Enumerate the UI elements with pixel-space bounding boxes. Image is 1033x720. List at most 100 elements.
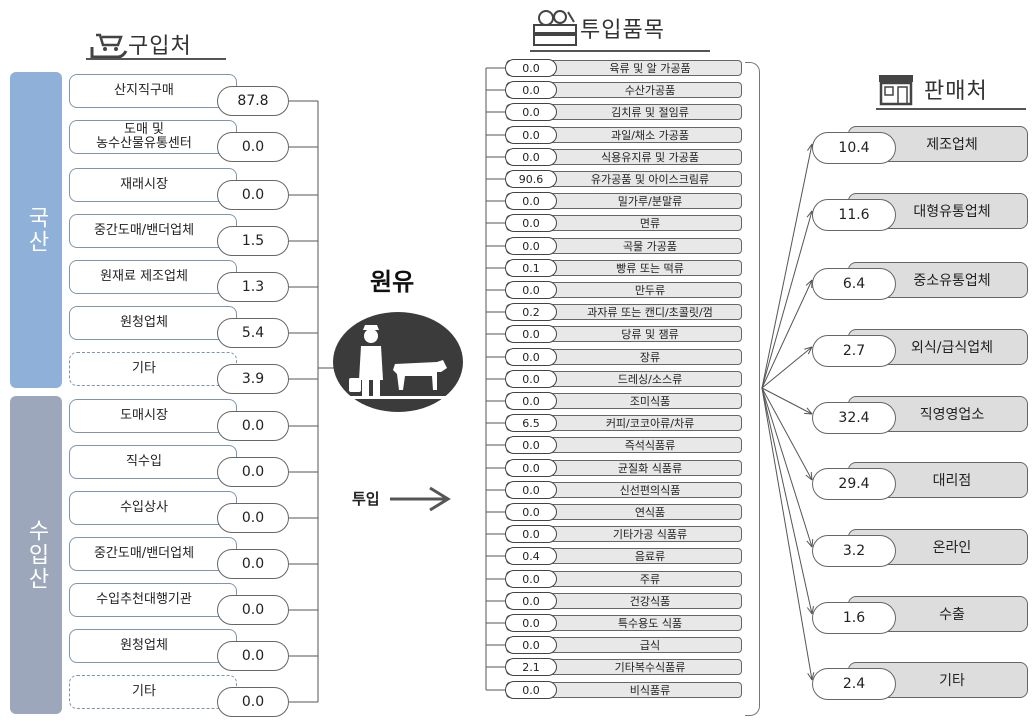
purchase-source-box: 중간도매/밴더업체 <box>69 537 237 571</box>
purchase-share-value: 3.9 <box>217 364 289 394</box>
input-item-label: 과일/채소 가공품 <box>610 129 690 142</box>
center-title: 원유 <box>370 268 415 296</box>
purchase-source-label: 도매 및 농수산물유통센터 <box>96 122 192 151</box>
input-item-label: 밀가루/분말류 <box>617 195 683 208</box>
input-item-label: 드레싱/소스류 <box>617 373 683 386</box>
connector-line <box>807 672 813 681</box>
input-item-share: 0.0 <box>505 459 557 477</box>
purchase-share-value: 0.0 <box>217 687 289 717</box>
sales-channel-share: 29.4 <box>812 468 896 500</box>
input-item-share: 0.0 <box>505 81 557 99</box>
input-item-share: 0.0 <box>505 148 557 166</box>
purchase-share-value: 0.0 <box>217 132 289 162</box>
purchase-source-label: 산지직구매 <box>114 83 174 98</box>
purchase-header-underline <box>86 58 226 60</box>
connector-line <box>761 210 813 389</box>
purchase-source-label: 기타 <box>132 684 156 699</box>
input-item-share: 0.0 <box>505 192 557 210</box>
purchase-header-title: 구입처 <box>128 34 192 59</box>
purchase-share-value: 0.0 <box>217 180 289 210</box>
sales-channel-label: 대형유통업체 <box>913 204 991 220</box>
input-item-label: 곡물 가공품 <box>622 240 678 253</box>
input-item-share: 0.0 <box>505 59 557 77</box>
connector-line <box>806 210 813 218</box>
purchase-share-value: 5.4 <box>217 318 289 348</box>
sales-channel-share: 10.4 <box>812 132 896 164</box>
connector-line <box>761 279 813 389</box>
purchase-source-label: 재래시장 <box>120 177 168 192</box>
input-item-label: 즉석식품류 <box>624 439 676 452</box>
items-bracket <box>745 62 760 716</box>
input-item-label: 건강식품 <box>629 595 671 608</box>
connector-line <box>806 607 813 615</box>
purchase-source-box: 수입추천대행기관 <box>69 583 237 617</box>
connector-line <box>761 387 813 615</box>
sales-channel-label: 직영영업소 <box>919 407 985 423</box>
input-item-label: 균질화 식품류 <box>617 462 683 475</box>
connector-line <box>810 471 813 481</box>
purchase-share-value: 1.3 <box>217 272 289 302</box>
purchase-source-label: 기타 <box>132 361 156 376</box>
purchase-share-value: 0.0 <box>217 457 289 487</box>
connector-line <box>803 412 813 415</box>
input-item-share: 0.0 <box>505 570 557 588</box>
purchase-header: 구입처 <box>88 28 192 60</box>
purchase-source-box: 재래시장 <box>69 168 237 202</box>
sales-channel-share: 11.6 <box>812 199 896 231</box>
input-item-label: 수산가공품 <box>624 84 676 97</box>
input-label: 투입 <box>352 490 380 508</box>
purchase-share-value: 0.0 <box>217 503 289 533</box>
sales-channel-label: 중소유통업체 <box>913 273 991 289</box>
sales-channel-label: 수출 <box>939 607 965 623</box>
input-item-label: 빵류 또는 떡류 <box>616 262 684 275</box>
purchase-share-value: 0.0 <box>217 595 289 625</box>
input-item-share: 2.1 <box>505 658 557 676</box>
input-arrow-icon <box>390 486 451 512</box>
purchase-source-box: 원청업체 <box>69 306 237 340</box>
input-item-bar: 0.0 수산가공품 <box>505 81 742 99</box>
sales-channel-share: 3.2 <box>812 535 896 567</box>
origin-imported: 수입산 <box>10 396 62 714</box>
input-item-label: 만두류 <box>634 284 666 297</box>
origin-domestic-label: 국산 <box>24 206 49 254</box>
input-item-label: 유가공품 및 아이스크림류 <box>590 173 710 186</box>
purchase-share-value: 0.0 <box>217 641 289 671</box>
input-item-label: 연식품 <box>634 506 666 519</box>
input-item-share: 0.1 <box>505 259 557 277</box>
sales-channel-label: 외식/급식업체 <box>911 340 993 356</box>
purchase-source-box: 기타 <box>69 352 237 386</box>
input-item-share: 0.0 <box>505 525 557 543</box>
purchase-source-label: 원청업체 <box>120 315 168 330</box>
input-item-share: 0.4 <box>505 547 557 565</box>
purchase-share-value: 1.5 <box>217 226 289 256</box>
purchase-source-label: 직수입 <box>126 454 162 469</box>
input-item-bar: 0.0 과일/채소 가공품 <box>505 126 742 144</box>
input-item-share: 0.0 <box>505 348 557 366</box>
input-item-share: 0.0 <box>505 681 557 699</box>
input-item-label: 비식품류 <box>629 684 671 697</box>
farmer-cow-emblem <box>333 312 463 412</box>
sales-channel-label: 온라인 <box>932 540 972 556</box>
purchase-source-label: 중간도매/밴더업체 <box>93 546 195 561</box>
input-item-share: 90.6 <box>505 170 557 188</box>
input-item-share: 0.0 <box>505 126 557 144</box>
purchase-share-value: 0.0 <box>217 411 289 441</box>
input-item-bar: 0.0 비식품류 <box>505 681 742 699</box>
origin-imported-label: 수입산 <box>24 519 49 591</box>
purchase-source-label: 원청업체 <box>120 638 168 653</box>
farmer-cow-icon <box>347 325 451 399</box>
input-item-share: 0.0 <box>505 392 557 410</box>
